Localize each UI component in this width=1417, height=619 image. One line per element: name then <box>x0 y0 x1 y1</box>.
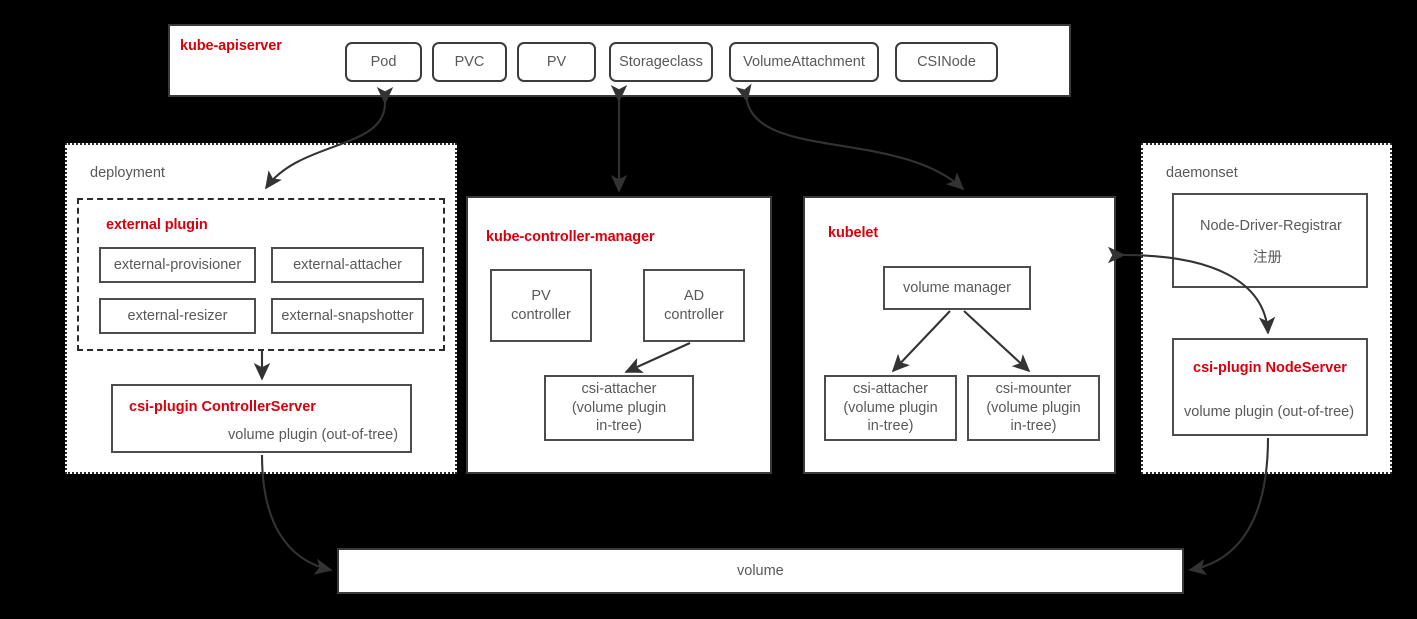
resource-csinode[interactable]: CSINode <box>895 42 998 82</box>
csi-plugin-nodeserver-box[interactable] <box>1172 338 1368 436</box>
external-plugin-label: external plugin <box>106 217 208 233</box>
kubelet-csi-attacher-box[interactable]: csi-attacher (volume plugin in-tree) <box>824 375 957 441</box>
csi-plugin-controllerserver-box[interactable] <box>111 384 412 453</box>
kcm-csi-attacher-box[interactable]: csi-attacher (volume plugin in-tree) <box>544 375 694 441</box>
csi-plugin-controllerserver-subtitle: volume plugin (out-of-tree) <box>228 427 399 443</box>
pv-controller-box[interactable]: PV controller <box>490 269 592 342</box>
kube-controller-manager-label: kube-controller-manager <box>486 229 655 245</box>
volume-manager-label: volume manager <box>903 279 1011 296</box>
resource-pv[interactable]: PV <box>517 42 596 82</box>
kubelet-csi-attacher-label: csi-attacher (volume plugin in-tree) <box>843 381 938 435</box>
external-resizer-label: external-resizer <box>127 307 228 324</box>
resource-pod[interactable]: Pod <box>345 42 422 82</box>
resource-storageclass[interactable]: Storageclass <box>609 42 713 82</box>
volume-panel <box>337 548 1184 594</box>
external-snapshotter-label: external-snapshotter <box>281 307 414 324</box>
external-attacher-label: external-attacher <box>293 256 402 273</box>
kubelet-csi-mounter-box[interactable]: csi-mounter (volume plugin in-tree) <box>967 375 1100 441</box>
resource-volumeattachment-label: VolumeAttachment <box>743 53 865 70</box>
resource-volumeattachment[interactable]: VolumeAttachment <box>729 42 879 82</box>
volume-manager-box[interactable]: volume manager <box>883 266 1031 310</box>
edge-volumeattachment-to-kubelet <box>735 83 965 191</box>
external-attacher-box[interactable]: external-attacher <box>271 247 424 283</box>
external-provisioner-label: external-provisioner <box>113 256 242 273</box>
kubelet-label: kubelet <box>828 225 879 241</box>
csi-plugin-nodeserver-subtitle: volume plugin (out-of-tree) <box>1184 404 1355 420</box>
daemonset-label: daemonset <box>1166 165 1238 181</box>
resource-pod-label: Pod <box>370 53 397 70</box>
kcm-csi-attacher-label: csi-attacher (volume plugin in-tree) <box>571 381 667 435</box>
ad-controller-box[interactable]: AD controller <box>643 269 745 342</box>
resource-pvc[interactable]: PVC <box>432 42 507 82</box>
volume-label: volume <box>737 563 784 579</box>
resource-storageclass-label: Storageclass <box>619 53 703 70</box>
pv-controller-label: PV controller <box>511 287 571 323</box>
node-driver-registrar-title: Node-Driver-Registrar <box>1200 218 1342 234</box>
csi-plugin-controllerserver-title: csi-plugin ControllerServer <box>129 399 316 415</box>
csi-plugin-nodeserver-title: csi-plugin NodeServer <box>1193 360 1347 376</box>
kube-apiserver-label: kube-apiserver <box>180 38 282 54</box>
resource-csinode-label: CSINode <box>917 53 976 70</box>
external-provisioner-box[interactable]: external-provisioner <box>99 247 256 283</box>
node-driver-registrar-box[interactable] <box>1172 193 1368 288</box>
kubelet-csi-mounter-label: csi-mounter (volume plugin in-tree) <box>986 381 1081 435</box>
deployment-label: deployment <box>90 165 165 181</box>
ad-controller-label: AD controller <box>664 287 724 323</box>
resource-pv-label: PV <box>546 53 567 70</box>
resource-pvc-label: PVC <box>454 53 485 70</box>
node-driver-registrar-subtitle: 注册 <box>1253 250 1282 266</box>
external-snapshotter-box[interactable]: external-snapshotter <box>271 298 424 334</box>
external-resizer-box[interactable]: external-resizer <box>99 298 256 334</box>
